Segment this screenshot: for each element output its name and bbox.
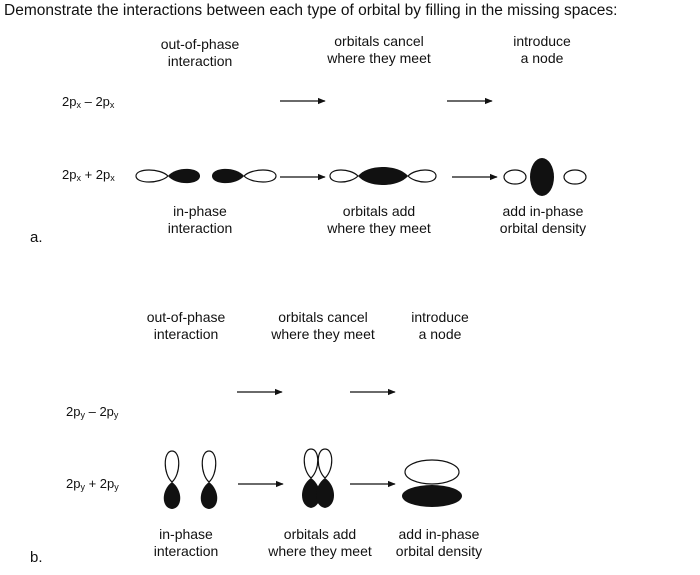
row-label-2py-minus-2py: 2py – 2py [66, 404, 119, 420]
py-orbital-left [163, 450, 181, 509]
section-b-letter: b. [30, 549, 43, 566]
px-orbital-right [212, 168, 277, 184]
px-orbital-left [135, 168, 200, 184]
section-a-letter: a. [30, 229, 43, 246]
px-overlap-orbital [329, 167, 437, 185]
px-sigma-orbital [503, 158, 587, 196]
py-orbital-right [200, 450, 218, 509]
py-pi-orbital [402, 459, 462, 507]
row-label-2px-minus-2px: 2px – 2px [62, 94, 115, 110]
instruction-text: Demonstrate the interactions between eac… [4, 2, 618, 19]
row-label-2py-plus-2py: 2py + 2py [66, 476, 119, 492]
py-overlap-orbital [302, 448, 334, 508]
row-label-2px-plus-2px: 2px + 2px [62, 167, 115, 183]
